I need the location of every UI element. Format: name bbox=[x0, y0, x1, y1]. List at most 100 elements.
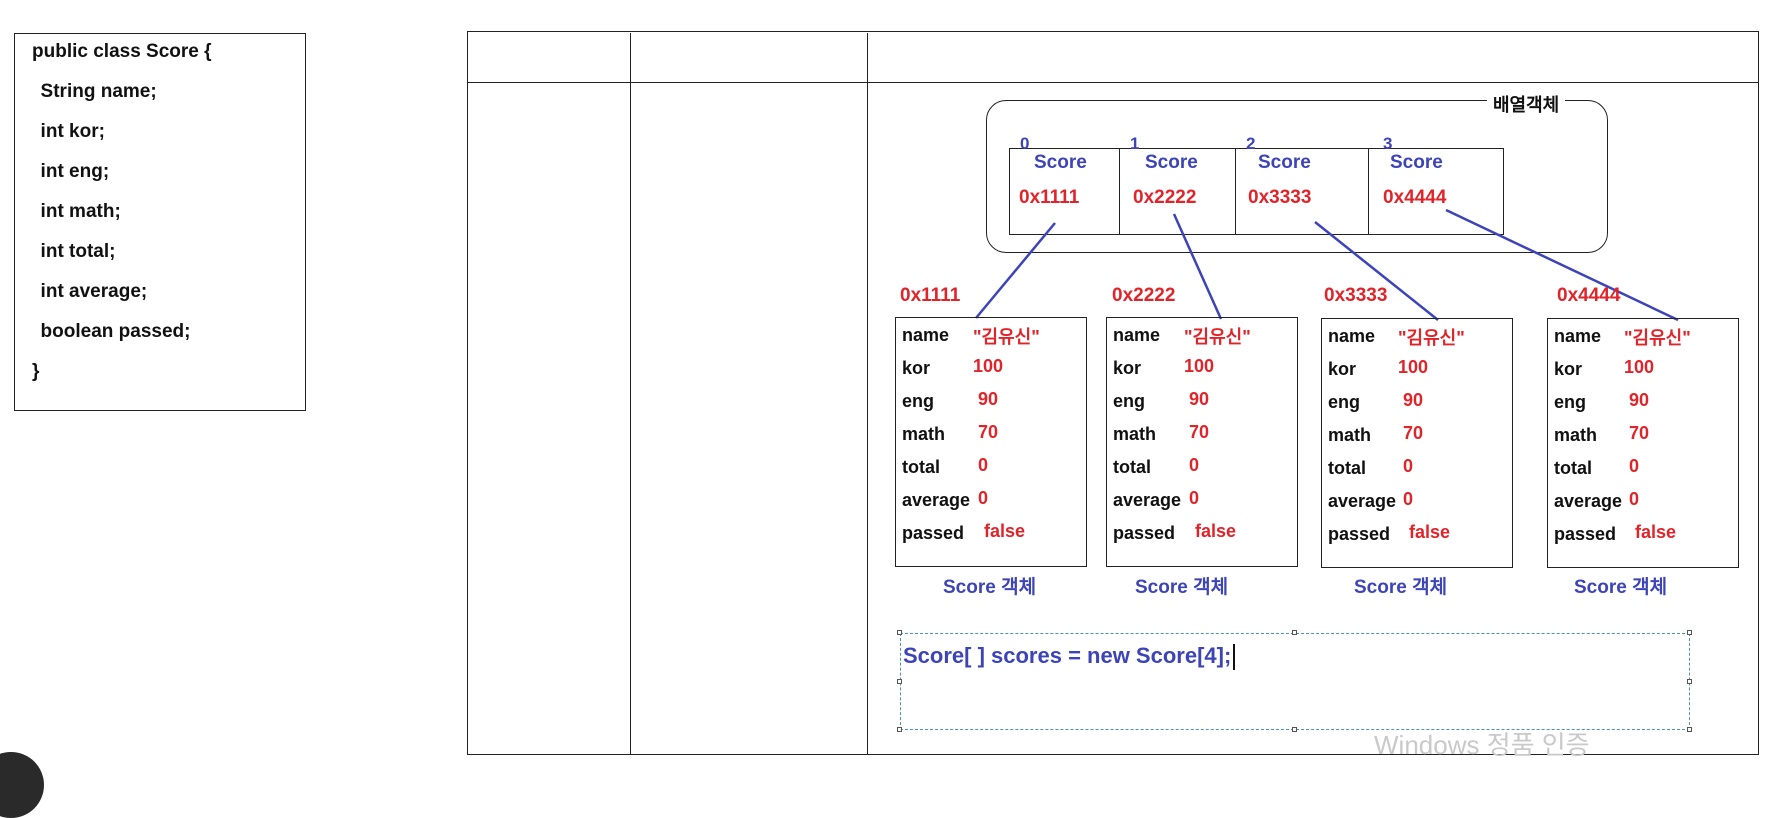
field-value-name: "김유신" bbox=[973, 327, 1040, 347]
object-caption-2: Score 객체 bbox=[1354, 577, 1448, 598]
field-value-name: "김유신" bbox=[1624, 328, 1691, 348]
field-value-passed: false bbox=[1409, 522, 1451, 542]
field-label-name: name bbox=[1554, 326, 1602, 346]
reference-line-3 bbox=[1445, 208, 1679, 322]
object-address-2: 0x3333 bbox=[1324, 285, 1388, 306]
field-label-name: name bbox=[902, 325, 950, 345]
field-label-eng: eng bbox=[1554, 392, 1587, 412]
memory-table-column-divider-2 bbox=[867, 33, 868, 755]
resize-handle-middle-right[interactable] bbox=[1687, 679, 1692, 684]
field-label-average: average bbox=[1113, 490, 1182, 510]
code-line-eng: int eng; bbox=[30, 161, 110, 182]
field-label-eng: eng bbox=[1328, 392, 1361, 412]
field-value-eng: 90 bbox=[1629, 390, 1650, 410]
field-label-total: total bbox=[902, 457, 940, 477]
array-index-2: 2 bbox=[1246, 134, 1256, 153]
resize-handle-top-left[interactable] bbox=[897, 630, 902, 635]
field-value-kor: 100 bbox=[1184, 356, 1215, 376]
statement-text: Score[ ] scores = new Score[4]; bbox=[903, 643, 1232, 668]
code-line-name: String name; bbox=[30, 81, 157, 102]
field-label-kor: kor bbox=[1328, 359, 1357, 379]
score-object-box-2 bbox=[1321, 318, 1513, 568]
resize-handle-top-right[interactable] bbox=[1687, 630, 1692, 635]
field-label-kor: kor bbox=[902, 358, 931, 378]
code-line-kor: int kor; bbox=[30, 121, 105, 142]
array-cell-type-2: Score bbox=[1258, 152, 1311, 173]
array-cell-divider bbox=[1235, 148, 1236, 235]
object-address-0: 0x1111 bbox=[900, 285, 961, 306]
field-label-passed: passed bbox=[1554, 524, 1617, 544]
field-label-average: average bbox=[1554, 491, 1623, 511]
resize-handle-top-center[interactable] bbox=[1292, 630, 1297, 635]
field-value-eng: 90 bbox=[1189, 389, 1210, 409]
array-cell-ref-1: 0x2222 bbox=[1133, 187, 1197, 208]
score-object-box-3 bbox=[1547, 318, 1739, 568]
code-line-total: int total; bbox=[30, 241, 116, 262]
field-label-total: total bbox=[1554, 458, 1592, 478]
field-label-average: average bbox=[1328, 491, 1397, 511]
object-address-1: 0x2222 bbox=[1112, 285, 1176, 306]
field-value-average: 0 bbox=[1189, 488, 1200, 508]
array-cell-type-0: Score bbox=[1034, 152, 1087, 173]
field-value-math: 70 bbox=[1629, 423, 1650, 443]
array-cells bbox=[1009, 148, 1504, 235]
code-line-class-decl: public class Score { bbox=[32, 41, 212, 62]
array-index-3: 3 bbox=[1383, 134, 1393, 153]
reference-line-2 bbox=[1314, 221, 1439, 321]
object-caption-0: Score 객체 bbox=[943, 577, 1037, 598]
field-value-math: 70 bbox=[978, 422, 999, 442]
text-cursor bbox=[1233, 644, 1235, 671]
array-index-0: 0 bbox=[1020, 134, 1030, 153]
array-cell-ref-2: 0x3333 bbox=[1248, 187, 1312, 208]
field-value-kor: 100 bbox=[1624, 357, 1655, 377]
reference-line-0 bbox=[975, 222, 1056, 319]
array-object-label: 배열객체 bbox=[1487, 91, 1566, 117]
reference-lines bbox=[975, 208, 1679, 322]
field-value-math: 70 bbox=[1189, 422, 1210, 442]
resize-handle-bottom-right[interactable] bbox=[1687, 727, 1692, 732]
array-cell-type-3: Score bbox=[1390, 152, 1443, 173]
memory-table-column-divider-1 bbox=[630, 33, 631, 755]
field-value-total: 0 bbox=[978, 455, 989, 475]
field-value-average: 0 bbox=[978, 488, 989, 508]
array-declaration-statement[interactable]: Score[ ] scores = new Score[4]; bbox=[903, 643, 1235, 671]
resize-handle-bottom-left[interactable] bbox=[897, 727, 902, 732]
array-object-container bbox=[986, 100, 1608, 253]
resize-handle-middle-left[interactable] bbox=[897, 679, 902, 684]
object-caption-1: Score 객체 bbox=[1135, 577, 1229, 598]
field-label-total: total bbox=[1328, 458, 1366, 478]
field-value-total: 0 bbox=[1189, 455, 1200, 475]
resize-handle-bottom-center[interactable] bbox=[1292, 727, 1297, 732]
score-object-box-1 bbox=[1106, 317, 1298, 567]
field-label-total: total bbox=[1113, 457, 1151, 477]
field-label-name: name bbox=[1328, 326, 1376, 346]
field-label-kor: kor bbox=[1554, 359, 1583, 379]
field-value-eng: 90 bbox=[978, 389, 999, 409]
field-value-eng: 90 bbox=[1403, 390, 1424, 410]
array-cell-divider bbox=[1119, 148, 1120, 235]
object-caption-3: Score 객체 bbox=[1574, 577, 1668, 598]
memory-table-header-divider bbox=[467, 82, 1759, 83]
field-value-passed: false bbox=[984, 521, 1026, 541]
field-value-total: 0 bbox=[1629, 456, 1640, 476]
field-value-average: 0 bbox=[1629, 489, 1640, 509]
field-label-math: math bbox=[1113, 424, 1157, 444]
field-value-kor: 100 bbox=[973, 356, 1004, 376]
field-label-passed: passed bbox=[1113, 523, 1176, 543]
array-cell-ref-3: 0x4444 bbox=[1383, 187, 1447, 208]
memory-table-frame bbox=[467, 31, 1759, 755]
field-label-average: average bbox=[902, 490, 971, 510]
field-label-math: math bbox=[1328, 425, 1372, 445]
array-cell-type-1: Score bbox=[1145, 152, 1198, 173]
code-line-close-brace: } bbox=[32, 361, 40, 382]
code-line-math: int math; bbox=[30, 201, 121, 222]
field-value-math: 70 bbox=[1403, 423, 1424, 443]
field-value-average: 0 bbox=[1403, 489, 1414, 509]
array-cell-divider bbox=[1368, 148, 1369, 235]
field-label-passed: passed bbox=[902, 523, 965, 543]
field-label-math: math bbox=[1554, 425, 1598, 445]
field-value-total: 0 bbox=[1403, 456, 1414, 476]
field-label-passed: passed bbox=[1328, 524, 1391, 544]
field-label-eng: eng bbox=[1113, 391, 1146, 411]
score-object-box-0 bbox=[895, 317, 1087, 567]
